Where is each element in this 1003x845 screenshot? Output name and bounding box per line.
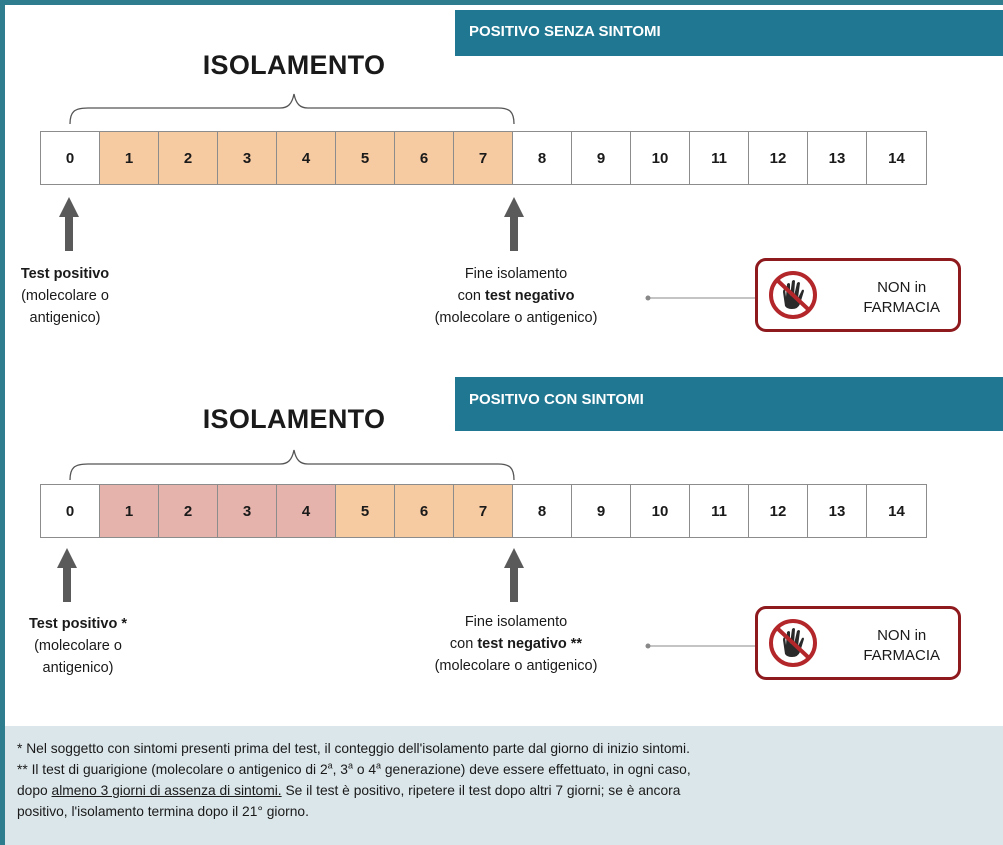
banner-positivo-senza-sintomi: POSITIVO SENZA SINTOMI	[455, 10, 1003, 56]
day-cell: 9	[572, 485, 631, 537]
footnote-3: dopo almeno 3 giorni di assenza di sinto…	[17, 783, 681, 798]
arrow-up-icon	[57, 548, 77, 602]
day-cell: 10	[631, 485, 690, 537]
day-cell: 14	[888, 502, 905, 520]
isolamento-title: ISOLAMENTO	[202, 404, 386, 434]
day-cell: 9	[572, 132, 631, 184]
no-hand-icon	[769, 619, 817, 667]
day-cell: 11	[690, 485, 749, 537]
day-cell: 12	[749, 132, 808, 184]
day-cell: 1	[100, 132, 159, 184]
footnotes: * Nel soggetto con sintomi presenti prim…	[5, 726, 1003, 845]
day-cell: 10	[631, 132, 690, 184]
footnote-2: ** Il test di guarigione (molecolare o a…	[17, 760, 691, 777]
isolation-brace	[69, 93, 515, 125]
connector-line	[645, 643, 758, 649]
not-in-pharmacy-badge: NON in FARMACIA	[755, 606, 961, 680]
test-positive-label: Test positivo (molecolare o antigenico)	[20, 266, 110, 326]
day-cell: 8	[513, 485, 572, 537]
footnote-4: positivo, l'isolamento termina dopo il 2…	[17, 804, 309, 819]
footnote-1: * Nel soggetto con sintomi presenti prim…	[17, 741, 690, 756]
test-positive-label: Test positivo * (molecolare o antigenico…	[28, 616, 128, 676]
day-cell: 7	[454, 132, 513, 184]
day-cell: 0	[41, 132, 100, 184]
connector-line	[645, 295, 758, 301]
day-cell: 2	[159, 485, 218, 537]
day-cell: 6	[395, 485, 454, 537]
day-cell: 4	[277, 485, 336, 537]
arrow-up-icon	[504, 197, 524, 251]
day-cell: 12	[749, 485, 808, 537]
day-cell: 2	[159, 132, 218, 184]
day-cell: 7	[454, 485, 513, 537]
day-cell: 5	[336, 132, 395, 184]
day-cell: 1	[100, 485, 159, 537]
day-cell: 4	[277, 132, 336, 184]
end-isolation-label: Fine isolamento con test negativo (molec…	[434, 266, 598, 326]
day-cell: 13	[808, 485, 867, 537]
day-cell: 6	[395, 132, 454, 184]
arrow-up-icon	[504, 548, 524, 602]
isolamento-title: ISOLAMENTO	[202, 50, 386, 80]
isolation-brace	[69, 449, 515, 481]
arrow-up-icon	[59, 197, 79, 251]
banner-positivo-con-sintomi: POSITIVO CON SINTOMI	[455, 377, 1003, 431]
day-cell: 3	[218, 485, 277, 537]
day-cell: 3	[218, 132, 277, 184]
end-isolation-label: Fine isolamento con test negativo ** (mo…	[434, 614, 598, 674]
not-in-pharmacy-badge: NON in FARMACIA	[755, 258, 961, 332]
day-cell: 0	[41, 485, 100, 537]
day-cell: 14	[888, 149, 905, 167]
day-cell: 5	[336, 485, 395, 537]
day-cell: 13	[808, 132, 867, 184]
no-hand-icon	[769, 271, 817, 319]
day-cell: 8	[513, 132, 572, 184]
day-cell: 11	[690, 132, 749, 184]
